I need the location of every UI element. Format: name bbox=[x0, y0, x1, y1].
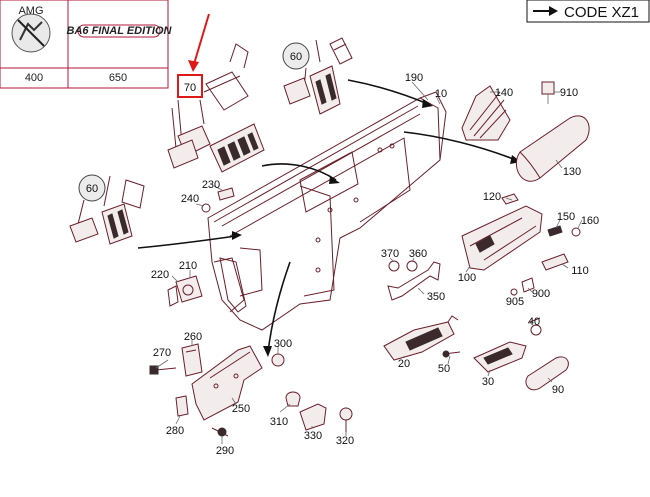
vent-group-60-left: 60 bbox=[69, 174, 145, 245]
part-label[interactable]: 20 bbox=[398, 358, 410, 370]
callout-70-highlight bbox=[177, 74, 203, 98]
part-20-bracket bbox=[383, 315, 459, 361]
part-130-cover bbox=[515, 81, 590, 182]
amg-badge-text: AMG bbox=[18, 5, 43, 17]
part-number-labels: 190 10 140 910 130 230 240 120 150 160 3… bbox=[151, 72, 599, 457]
option-400-caption: 400 bbox=[25, 72, 43, 84]
part-label[interactable]: 160 bbox=[581, 215, 599, 227]
part-30-frame bbox=[473, 341, 527, 373]
part-label[interactable]: 370 bbox=[381, 248, 399, 260]
part-label[interactable]: 350 bbox=[427, 291, 445, 303]
part-label[interactable]: 140 bbox=[495, 87, 513, 99]
part-label[interactable]: 240 bbox=[181, 193, 199, 205]
part-label[interactable]: 130 bbox=[563, 166, 581, 178]
part-label[interactable]: 290 bbox=[216, 445, 234, 457]
part-210-220 bbox=[167, 275, 203, 307]
part-label[interactable]: 300 bbox=[274, 338, 292, 350]
part-230-240 bbox=[201, 187, 235, 213]
leader-curves bbox=[137, 79, 521, 357]
part-50-screw bbox=[442, 350, 461, 358]
part-label[interactable]: 900 bbox=[532, 288, 550, 300]
part-140-grille bbox=[461, 85, 511, 141]
part-label[interactable]: 260 bbox=[184, 331, 202, 343]
vent-grille bbox=[209, 123, 265, 173]
final-edition-badge-icon bbox=[77, 24, 161, 38]
part-90-trim bbox=[525, 356, 569, 391]
part-label[interactable]: 360 bbox=[409, 248, 427, 260]
part-label[interactable]: 100 bbox=[458, 272, 476, 284]
vent-group-60-upper: 60 bbox=[282, 37, 353, 115]
part-label[interactable]: 250 bbox=[232, 403, 250, 415]
leader-lines bbox=[155, 81, 583, 444]
part-label[interactable]: 270 bbox=[153, 347, 171, 359]
part-label[interactable]: 110 bbox=[571, 265, 589, 277]
dashboard-carrier bbox=[207, 91, 447, 331]
callout-60-left-label[interactable]: 60 bbox=[86, 183, 98, 195]
part-label[interactable]: 220 bbox=[151, 269, 169, 281]
amg-badge-icon bbox=[11, 13, 51, 53]
part-label[interactable]: 50 bbox=[438, 363, 450, 375]
part-label[interactable]: 210 bbox=[179, 260, 197, 272]
code-box: CODE XZ1 bbox=[526, 0, 650, 23]
option-box-400[interactable]: AMG 400 bbox=[0, 0, 69, 89]
option-box-650[interactable]: BA6 FINAL EDITION 650 bbox=[67, 0, 173, 89]
part-label[interactable]: 230 bbox=[202, 179, 220, 191]
part-label[interactable]: 30 bbox=[482, 376, 494, 388]
part-label[interactable]: 190 bbox=[405, 72, 423, 84]
part-100-glovebox bbox=[461, 205, 543, 271]
part-290-screw bbox=[211, 427, 229, 437]
red-arrow-icon bbox=[188, 13, 210, 72]
part-280-clip bbox=[175, 395, 189, 417]
part-label[interactable]: 150 bbox=[557, 211, 575, 223]
part-label[interactable]: 310 bbox=[270, 416, 288, 428]
part-label[interactable]: 910 bbox=[560, 87, 578, 99]
part-250-panel bbox=[191, 345, 263, 421]
part-label[interactable]: 280 bbox=[166, 425, 184, 437]
code-label: CODE XZ1 bbox=[564, 4, 639, 21]
arrow-right-icon bbox=[533, 6, 558, 16]
part-label[interactable]: 320 bbox=[336, 435, 354, 447]
part-label[interactable]: 905 bbox=[506, 296, 524, 308]
part-label[interactable]: 330 bbox=[304, 430, 322, 442]
part-label[interactable]: 120 bbox=[483, 191, 501, 203]
vent-group-70: 70 bbox=[167, 43, 265, 173]
part-330-bracket bbox=[299, 403, 327, 431]
part-label[interactable]: 90 bbox=[552, 384, 564, 396]
part-310-plug bbox=[285, 391, 301, 407]
option-650-caption: 650 bbox=[109, 72, 127, 84]
part-260-bracket bbox=[181, 343, 203, 377]
callout-70-label[interactable]: 70 bbox=[184, 82, 196, 94]
part-270-bolt bbox=[149, 365, 177, 375]
part-300-grommet bbox=[271, 353, 285, 367]
part-label[interactable]: 10 bbox=[435, 88, 447, 100]
part-label[interactable]: 40 bbox=[528, 316, 540, 328]
final-edition-badge-text: BA6 FINAL EDITION bbox=[67, 25, 173, 37]
callout-60-upper-label[interactable]: 60 bbox=[290, 51, 302, 63]
part-320-pin bbox=[339, 407, 353, 432]
